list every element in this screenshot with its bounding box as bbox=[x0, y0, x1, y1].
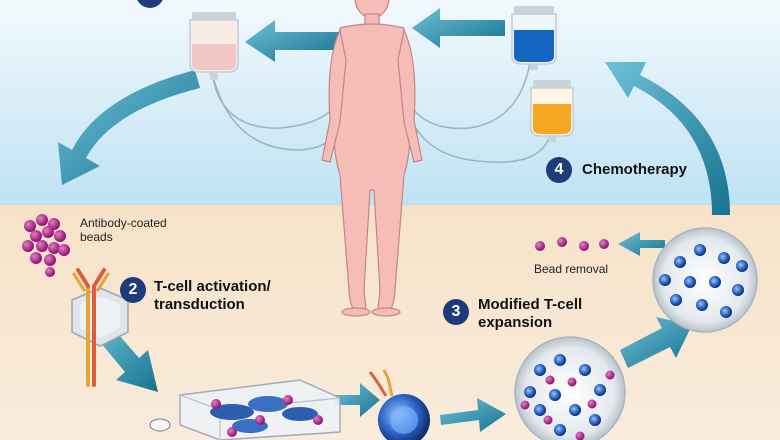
arrow-to-activation bbox=[58, 70, 200, 185]
step-3-title: Modified T-cell expansion bbox=[478, 296, 582, 332]
arrow-to-expansion bbox=[440, 398, 506, 432]
antibody-beads-label-line2: beads bbox=[80, 230, 113, 244]
step-3-title-line1: Modified T-cell bbox=[478, 296, 583, 313]
collection-bag-icon bbox=[189, 12, 239, 80]
step-3-title-line2: expansion bbox=[478, 314, 553, 331]
removed-beads bbox=[535, 237, 609, 251]
t-cell-icon bbox=[368, 369, 430, 440]
step-3-badge: 3 bbox=[443, 299, 469, 325]
arrow-to-collection-bag bbox=[245, 20, 340, 62]
step-4-badge: 4 bbox=[546, 157, 572, 183]
antibody-beads-label: Antibody-coated beads bbox=[80, 216, 167, 244]
arrow-bead-removal bbox=[618, 232, 665, 256]
step-2-title-line1: T-cell activation/ bbox=[154, 278, 271, 295]
bead-removal-label: Bead removal bbox=[534, 262, 609, 276]
step-1-circle-partial bbox=[137, 0, 163, 8]
step-4-title: Chemotherapy bbox=[582, 161, 688, 178]
expanded-cells-dish-icon bbox=[652, 227, 758, 333]
cycle-arrows bbox=[58, 8, 730, 432]
arrow-to-chemotherapy bbox=[605, 62, 730, 215]
arrow-to-transduced-cell bbox=[335, 383, 380, 417]
modified-cells-bag-icon bbox=[511, 6, 557, 70]
antibody-bead-cluster bbox=[22, 214, 70, 277]
step-2-badge: 2 bbox=[120, 277, 146, 303]
human-figure-icon bbox=[321, 0, 423, 317]
antibody-beads-label-line1: Antibody-coated bbox=[80, 216, 167, 230]
arrow-to-bead-removal bbox=[620, 317, 692, 368]
expansion-dish-icon bbox=[514, 336, 626, 440]
arrow-to-patient bbox=[412, 8, 505, 48]
chemotherapy-bag-icon bbox=[530, 80, 574, 142]
step-2-title: T-cell activation/ transduction bbox=[154, 278, 271, 314]
culture-flask-icon bbox=[149, 379, 341, 440]
step-2-title-line2: transduction bbox=[154, 296, 245, 313]
antibody-icon bbox=[72, 268, 110, 387]
